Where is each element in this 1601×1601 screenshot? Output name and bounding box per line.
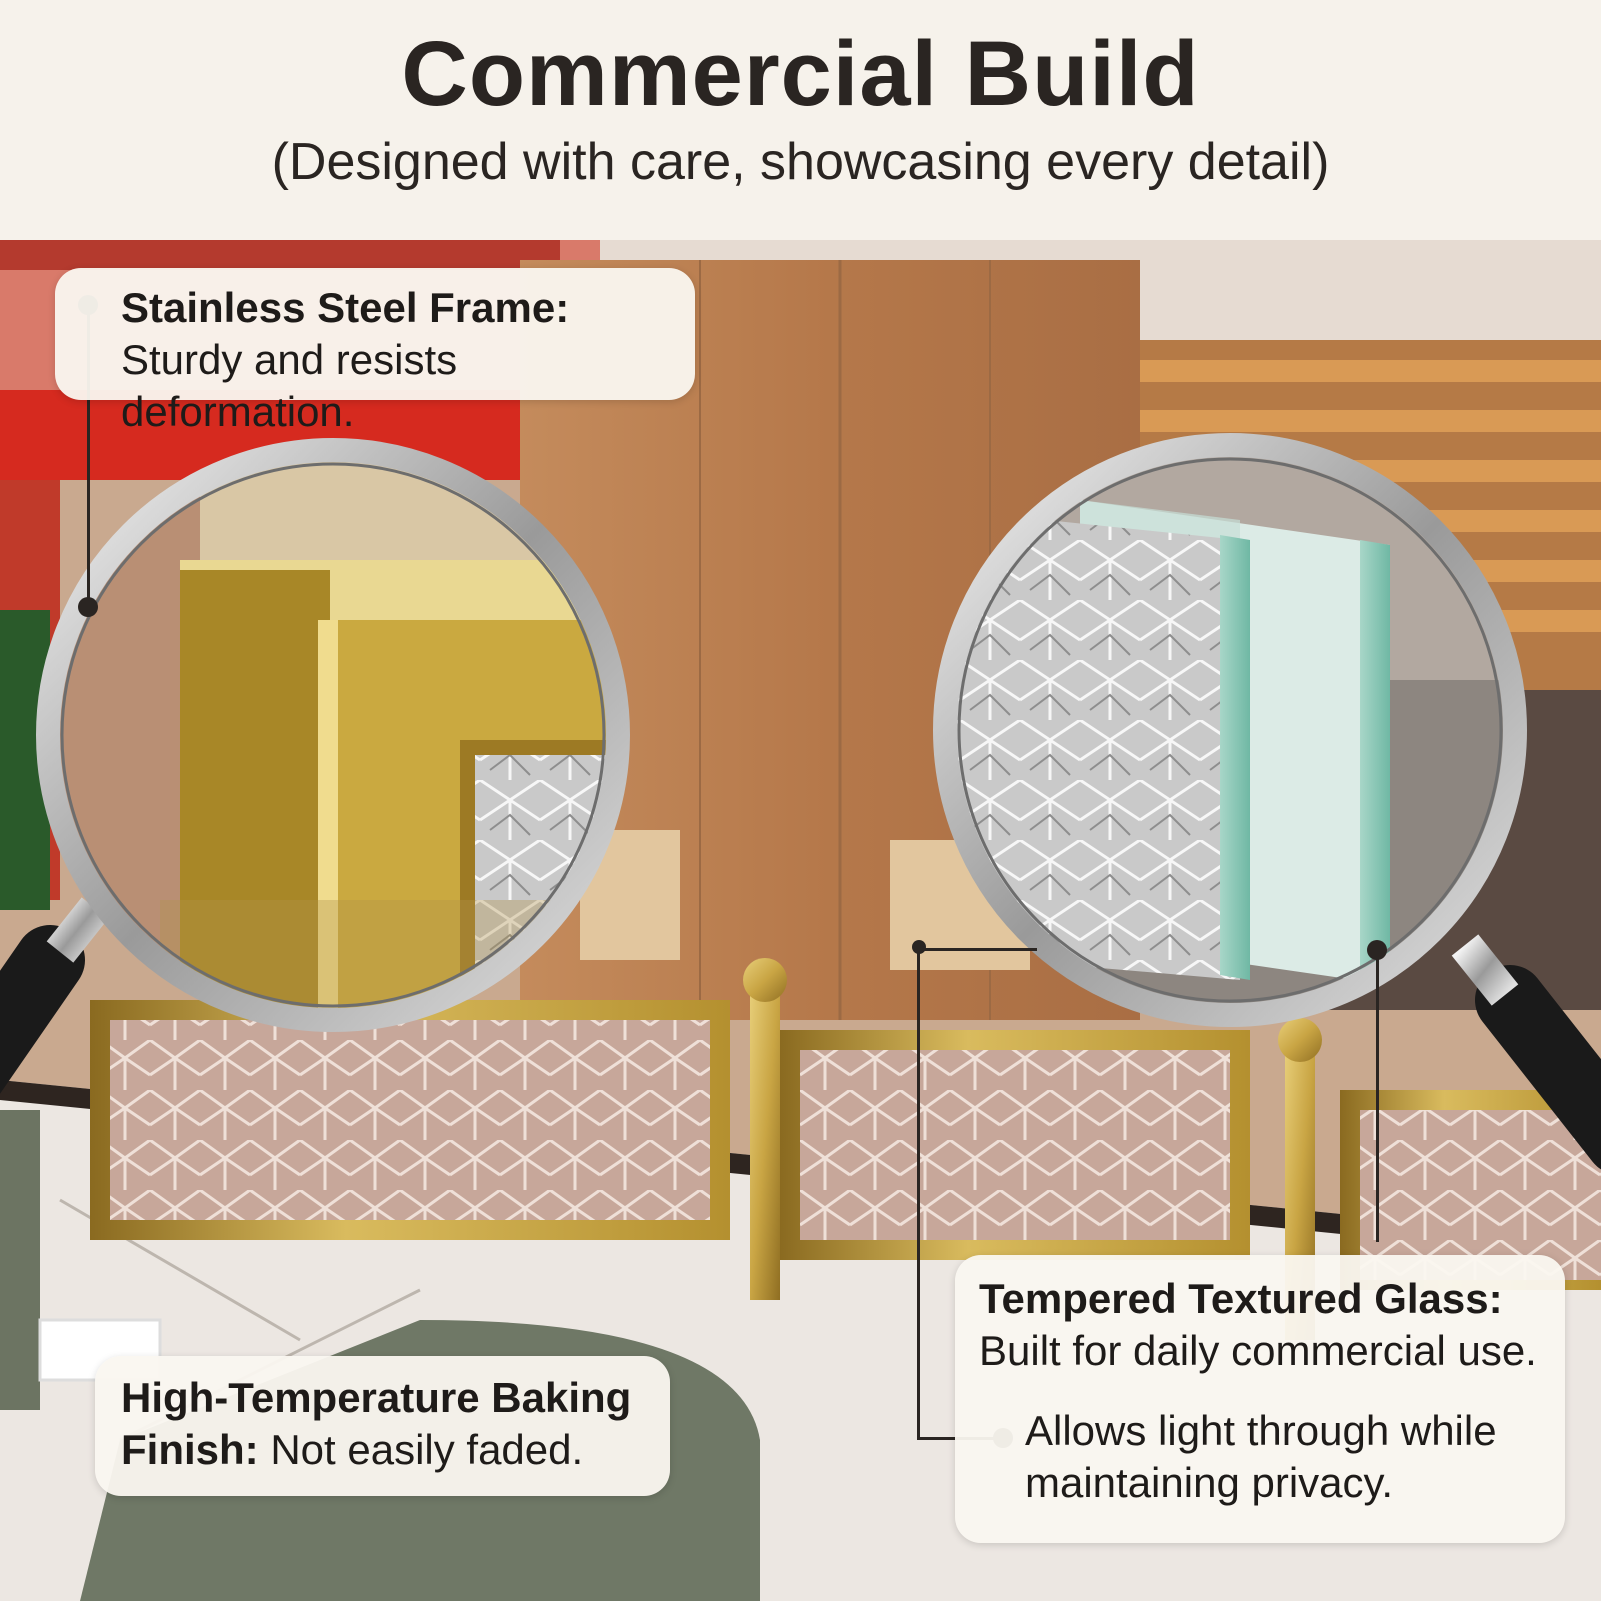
light-text-line1: Allows light through while xyxy=(1025,1407,1497,1454)
page-title: Commercial Build xyxy=(401,23,1200,125)
finish-text: Not easily faded. xyxy=(258,1426,584,1473)
restaurant-scene xyxy=(0,240,1601,1601)
finish-heading-line1: High-Temperature Baking xyxy=(121,1374,632,1421)
light-leader-dot-top xyxy=(912,940,926,954)
finish-heading-line2: Finish: xyxy=(121,1426,259,1473)
light-leader-top xyxy=(917,948,1037,951)
frame-leader-dot-end xyxy=(78,597,98,617)
magnifier-left-icon xyxy=(0,438,630,1094)
glass-leader-line xyxy=(1376,952,1379,1242)
callout-stainless-frame: Stainless Steel Frame: Sturdy and resist… xyxy=(55,268,695,435)
page-subtitle: (Designed with care, showcasing every de… xyxy=(271,133,1330,191)
magnifier-right-icon xyxy=(933,433,1601,1170)
callout-textured-glass: Tempered Textured Glass: Built for daily… xyxy=(955,1255,1565,1543)
light-text-line2: maintaining privacy. xyxy=(1025,1459,1394,1506)
frame-text: Sturdy and resists deformation. xyxy=(121,336,458,435)
scene-illustration xyxy=(0,240,1601,1601)
light-leader-vertical xyxy=(917,950,920,1440)
glass-leader-dot xyxy=(1367,940,1387,960)
glass-heading: Tempered Textured Glass: xyxy=(979,1275,1503,1322)
header: Commercial Build (Designed with care, sh… xyxy=(0,0,1601,240)
frame-heading: Stainless Steel Frame: xyxy=(121,284,570,331)
glass-text: Built for daily commercial use. xyxy=(979,1327,1537,1374)
callout-baking-finish: High-Temperature Baking Finish: Not easi… xyxy=(95,1356,670,1496)
frame-leader-line xyxy=(87,307,90,607)
